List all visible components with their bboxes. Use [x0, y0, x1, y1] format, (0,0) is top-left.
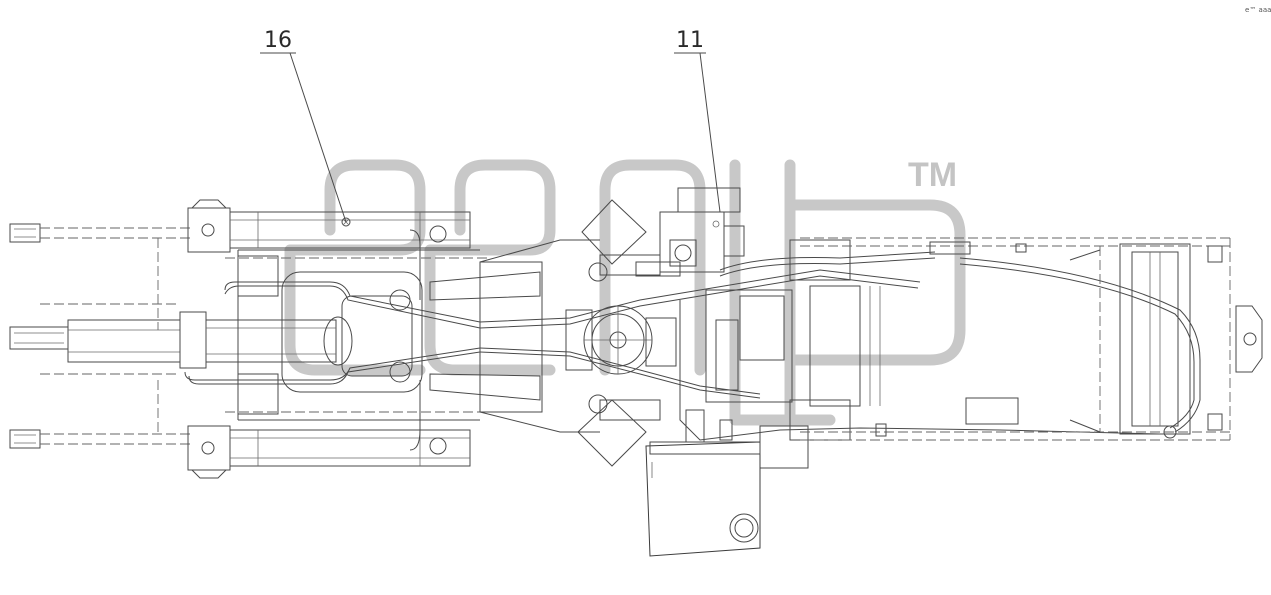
watermark-logo: TM	[284, 156, 966, 426]
callout-11: 11	[674, 28, 721, 213]
callout-label: 11	[676, 28, 704, 53]
corner-mark: e™ aaa	[1245, 6, 1271, 14]
slewing-unit	[565, 199, 677, 467]
rear-frame	[800, 237, 1263, 441]
hydraulic-hoses	[184, 229, 1201, 451]
callout-16: 16	[260, 28, 347, 223]
watermark-tm-text: TM	[908, 156, 957, 194]
front-arm-assembly	[9, 223, 353, 449]
hydraulic-cylinders	[187, 199, 471, 479]
control-valve-block	[635, 187, 745, 277]
callout-label: 16	[264, 28, 292, 53]
hydraulic-tank	[645, 409, 761, 557]
main-frame	[225, 239, 600, 433]
